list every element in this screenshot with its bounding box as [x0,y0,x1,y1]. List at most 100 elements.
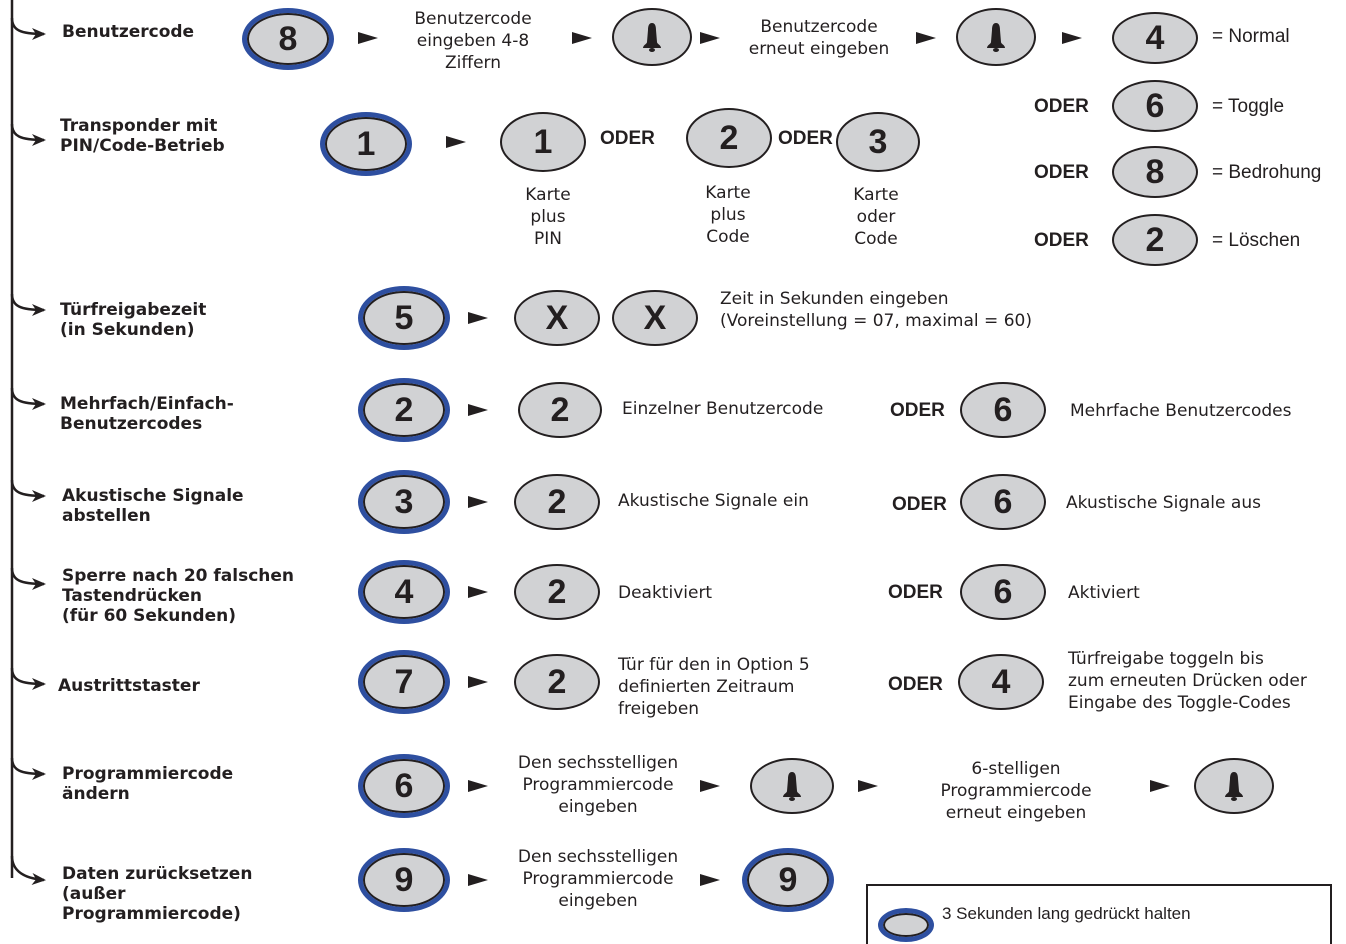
key-button[interactable]: 6 [960,564,1046,620]
oder-label: ODER [888,674,943,695]
legend-text: 3 Sekunden lang gedrückt halten [942,904,1191,923]
arrow-right-icon [468,404,488,416]
arrow-right-icon [10,567,46,590]
option-text: Deaktiviert [618,583,713,603]
row-label: Sperre nach 20 falschen Tastendrücken (f… [62,566,295,626]
key-button[interactable]: X [514,290,600,346]
option-caption: Karte plus Code [705,183,751,247]
bell-key-button[interactable] [956,8,1036,66]
result-text: = Löschen [1212,230,1301,251]
option-text: Türfreigabe toggeln bis zum erneuten Drü… [1068,649,1307,713]
key-button[interactable]: 4 [958,654,1044,710]
key-button-hold[interactable]: 7 [358,650,450,714]
row-label: Programmiercode ändern [62,764,234,804]
option-text: Aktiviert [1068,583,1140,603]
option-text: Akustische Signale aus [1066,493,1261,513]
oder-label: ODER [888,582,943,603]
bell-icon [783,772,801,801]
key-button-hold[interactable]: 2 [358,378,450,442]
arrow-right-icon [468,312,488,324]
arrow-right-icon [916,32,936,44]
option-text: Einzelner Benutzercode [622,399,824,419]
row-label: Türfreigabezeit (in Sekunden) [60,300,207,340]
arrow-right-icon [10,667,46,690]
oder-label: ODER [778,128,833,149]
legend-hold-key [878,908,934,942]
arrow-right-icon [700,874,720,886]
option-text: Mehrfache Benutzercodes [1070,401,1292,421]
oder-label: ODER [600,128,655,149]
key-button[interactable]: 2 [514,474,600,530]
key-button-hold[interactable]: 3 [358,470,450,534]
arrow-right-icon [468,496,488,508]
instruction-text: Den sechsstelligen Programmiercode einge… [517,847,679,911]
arrow-right-icon [572,32,592,44]
key-button[interactable]: 3 [836,112,920,172]
oder-label: ODER [1034,230,1089,251]
oder-label: ODER [1034,162,1089,183]
key-button-hold[interactable]: 6 [358,754,450,818]
row-label: Austrittstaster [58,676,200,696]
instruction-text: Benutzercode eingeben 4-8 Ziffern [414,9,532,73]
arrow-right-icon [468,780,488,792]
row-label: Mehrfach/Einfach- Benutzercodes [60,394,234,434]
oder-label: ODER [1034,96,1089,117]
key-button-hold[interactable]: 1 [320,112,412,176]
arrow-right-icon [10,123,46,146]
instruction-text: Zeit in Sekunden eingeben (Voreinstellun… [720,289,1032,331]
arrow-right-icon [10,479,46,502]
arrow-right-icon [10,757,46,780]
option-text: Tür für den in Option 5 definierten Zeit… [618,655,810,719]
bell-icon [987,23,1005,52]
oder-label: ODER [890,400,945,421]
row-label: Akustische Signale abstellen [62,486,244,526]
arrow-right-icon [10,855,46,885]
option-caption: Karte oder Code [853,185,899,249]
result-text: = Bedrohung [1212,162,1322,183]
key-button-hold[interactable]: 4 [358,560,450,624]
key-button-hold[interactable]: 5 [358,286,450,350]
key-button[interactable]: 8 [1112,146,1198,198]
bell-key-button[interactable] [1194,758,1274,814]
bell-key-button[interactable] [612,8,692,66]
arrow-right-icon [700,780,720,792]
key-button[interactable]: 6 [1112,80,1198,132]
row-label: Daten zurücksetzen (außer Programmiercod… [62,864,253,924]
key-button[interactable]: 2 [1112,214,1198,266]
arrow-right-icon [1150,780,1170,792]
key-button[interactable]: 2 [518,382,602,438]
arrow-right-icon [358,32,378,44]
instruction-text: Benutzercode erneut eingeben [748,17,890,59]
option-text: Akustische Signale ein [618,491,809,511]
arrow-right-icon [1062,32,1082,44]
key-button[interactable]: 2 [514,654,600,710]
key-button-hold[interactable]: 9 [742,848,834,912]
key-button-hold[interactable]: 9 [358,848,450,912]
key-button[interactable]: 1 [500,112,586,172]
row-label: Transponder mit PIN/Code-Betrieb [60,116,225,156]
arrow-right-icon [468,874,488,886]
arrow-right-icon [700,32,720,44]
arrow-right-icon [468,676,488,688]
bell-icon [643,23,661,52]
oder-label: ODER [892,494,947,515]
instruction-text: Den sechsstelligen Programmiercode einge… [517,753,679,817]
key-button[interactable]: X [612,290,698,346]
arrow-right-icon [858,780,878,792]
bell-key-button[interactable] [750,758,834,814]
key-button[interactable]: 2 [514,564,600,620]
option-caption: Karte plus PIN [525,185,571,249]
key-button[interactable]: 6 [960,474,1046,530]
arrow-right-icon [468,586,488,598]
key-button[interactable]: 4 [1112,12,1198,64]
bell-icon [1225,772,1243,801]
arrow-right-icon [10,293,46,316]
arrow-right-icon [10,387,46,410]
result-text: = Normal [1212,26,1290,47]
arrow-right-icon [446,136,466,148]
key-button[interactable]: 6 [960,382,1046,438]
key-button[interactable]: 2 [686,108,772,168]
key-button-hold[interactable]: 8 [242,8,334,70]
legend-box: 3 Sekunden lang gedrückt halten [866,884,1332,944]
